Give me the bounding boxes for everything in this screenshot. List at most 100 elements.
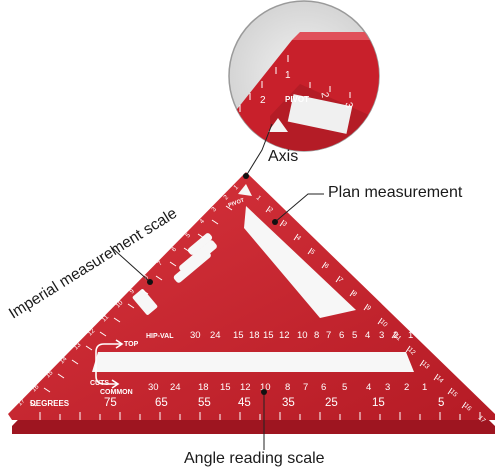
common-number: 15	[220, 382, 231, 393]
base-slot	[92, 352, 414, 372]
base-ticks	[39, 412, 481, 420]
common-number: 10	[260, 382, 271, 393]
right-scale-number: 5	[309, 248, 317, 256]
left-scale-number: 15	[44, 369, 54, 379]
hip-val-number: 2	[393, 330, 398, 341]
hip-val-number: 10	[297, 330, 308, 341]
zoom-number: 2	[318, 91, 330, 99]
zoom-number: 1	[285, 70, 291, 81]
right-scale-numbers: 1 2 3 4 5 6 7 8 9 10 11 12 13 14 15 16 1…	[255, 194, 487, 424]
hip-val-number: 5	[352, 330, 357, 341]
degree-numbers: 75 65 55 45 35 25 15 5	[104, 397, 444, 409]
hip-val-label: HIP-VAL	[146, 333, 174, 340]
right-scale-number: 7	[337, 276, 345, 284]
right-scale-number: 17	[477, 414, 487, 424]
hip-val-number: 15	[233, 330, 244, 341]
common-number: 7	[303, 382, 308, 393]
left-scale-number: 6	[170, 246, 178, 254]
left-scale-number: 1	[232, 184, 240, 192]
common-number: 2	[404, 382, 409, 393]
left-leg-ticks	[29, 205, 233, 407]
left-scale-number: 3	[210, 206, 218, 214]
common-label: COMMON	[100, 389, 133, 396]
hip-val-number: 1	[408, 330, 413, 341]
hip-val-number: 15	[263, 330, 274, 341]
left-scale-number: 10	[114, 299, 124, 309]
common-number: 1	[422, 382, 427, 393]
common-number: 5	[342, 382, 347, 393]
cuts-label: CUTS	[90, 380, 109, 387]
right-leg-ticks	[265, 205, 467, 409]
hip-val-number: 30	[190, 330, 201, 341]
left-scale-number: 9	[128, 288, 136, 296]
left-scale-number: 14	[58, 355, 68, 365]
hip-val-number: 7	[326, 330, 331, 341]
right-scale-number: 2	[267, 206, 275, 214]
degrees-label: DEGREES	[30, 399, 70, 408]
common-number: 12	[240, 382, 251, 393]
right-scale-number: 13	[421, 360, 431, 370]
degree-number: 15	[372, 397, 385, 409]
degree-number: 55	[198, 397, 211, 409]
degree-number: 65	[155, 397, 168, 409]
hip-val-number: 4	[365, 330, 370, 341]
left-scale-numbers: 17 16 15 14 13 12 11 10 9 8 7 6 5 4 3 2 …	[16, 184, 240, 408]
top-label: TOP	[124, 341, 139, 348]
left-scale-number: 16	[30, 383, 40, 393]
left-scale-number: 13	[72, 341, 82, 351]
common-number: 30	[148, 382, 159, 393]
common-number: 6	[321, 382, 326, 393]
pivot-label: PIVOT	[228, 197, 246, 209]
left-scale-number: 2	[222, 194, 230, 202]
pivot-zoom-circle: PIVOT 2 1 2 3	[228, 0, 380, 152]
hip-val-number: 12	[279, 330, 290, 341]
right-scale-number: 9	[365, 304, 373, 312]
right-scale-number: 4	[295, 234, 303, 242]
common-numbers: 30 24 18 15 12 10 8 7 6 5 4 3 2 1	[148, 382, 427, 393]
callout-dots	[147, 173, 278, 395]
plan-measurement-callout: Plan measurement	[328, 184, 463, 201]
left-scale-number: 8	[142, 274, 150, 282]
right-scale-number: 6	[323, 262, 331, 270]
common-number: 24	[170, 382, 181, 393]
right-scale-number: 3	[281, 220, 289, 228]
common-number: 8	[285, 382, 290, 393]
hip-val-numbers: 30 24 15 18 15 12 10 8 7 6 5 4 3 2 1	[190, 330, 413, 341]
axis-callout: Axis	[268, 148, 299, 165]
right-scale-number: 11	[393, 332, 403, 342]
zoom-number: 3	[342, 101, 354, 109]
degree-number: 5	[438, 397, 444, 409]
angle-scale-callout: Angle reading scale	[184, 450, 325, 467]
zoom-pivot-label: PIVOT	[285, 95, 309, 104]
left-scale-number: 5	[184, 232, 192, 240]
left-scale-number: 12	[86, 327, 96, 337]
callout-lines	[109, 123, 324, 450]
zoom-number: 2	[260, 95, 266, 106]
left-scale-number: 17	[16, 397, 26, 407]
left-scale-number: 4	[198, 218, 206, 226]
hypotenuse-slot	[244, 206, 356, 318]
common-number: 4	[366, 382, 371, 393]
right-scale-number: 14	[435, 374, 445, 384]
hip-val-number: 3	[379, 330, 384, 341]
top-cuts-arrow	[95, 339, 124, 389]
right-scale-number: 10	[379, 318, 389, 328]
common-number: 3	[385, 382, 390, 393]
right-scale-number: 1	[255, 194, 263, 202]
rafter-square-body	[8, 172, 495, 434]
hip-val-number: 8	[314, 330, 319, 341]
hip-val-number: 24	[210, 330, 221, 341]
degree-number: 25	[325, 397, 338, 409]
right-scale-number: 12	[407, 346, 417, 356]
left-scale-number: 11	[100, 313, 110, 323]
hip-val-number: 18	[249, 330, 260, 341]
right-scale-number: 15	[449, 388, 459, 398]
right-scale-number: 16	[463, 402, 473, 412]
degree-number: 45	[238, 397, 251, 409]
degree-number: 75	[104, 397, 117, 409]
left-scale-number: 7	[156, 260, 164, 268]
right-scale-number: 8	[351, 290, 359, 298]
hip-val-number: 6	[339, 330, 344, 341]
